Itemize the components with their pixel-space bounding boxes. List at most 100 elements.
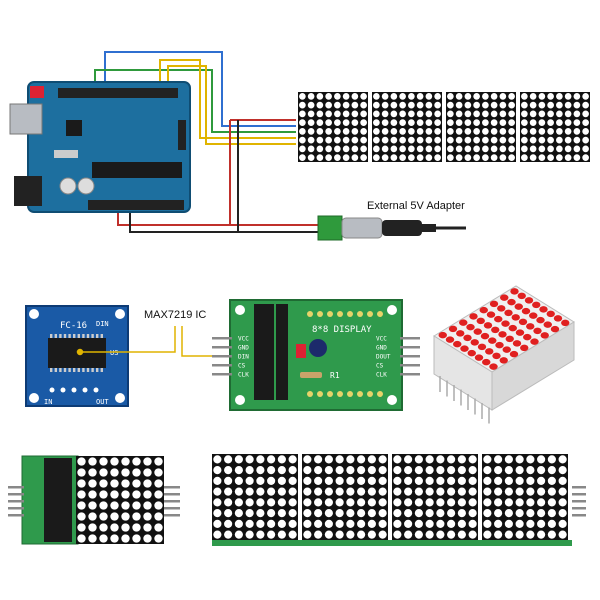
- single-matrix-led: [99, 512, 108, 521]
- led-red: [438, 331, 447, 339]
- top-matrix-led: [538, 154, 546, 161]
- bottom-matrix-led: [447, 466, 456, 475]
- single-matrix-led: [110, 512, 119, 521]
- single-matrix-led: [143, 523, 152, 532]
- top-matrix-led: [316, 145, 324, 153]
- bottom-matrix-led: [447, 530, 456, 539]
- top-matrix-led: [564, 119, 572, 126]
- bottom-matrix-led: [504, 455, 513, 464]
- bottom-matrix-led: [303, 519, 312, 528]
- pad: [377, 391, 383, 397]
- bottom-matrix-led: [494, 509, 503, 518]
- pin: [8, 486, 24, 489]
- bottom-matrix-led: [414, 487, 423, 496]
- top-matrix-led: [529, 101, 537, 109]
- bottom-matrix-led: [547, 519, 556, 528]
- top-matrix-led: [508, 110, 515, 118]
- single-matrix-module: [8, 455, 180, 545]
- chip-pin: [54, 368, 57, 372]
- top-matrix-led: [521, 119, 528, 126]
- bottom-matrix-led: [303, 509, 312, 518]
- bottom-matrix-led: [494, 498, 503, 507]
- bottom-matrix-led: [234, 487, 243, 496]
- power-jack: [14, 176, 42, 206]
- top-matrix-led: [538, 110, 546, 118]
- bottom-matrix-led: [303, 530, 312, 539]
- single-matrix-led: [154, 468, 163, 477]
- bottom-matrix-led: [224, 498, 233, 507]
- capacitor-1: [59, 177, 77, 195]
- bottom-matrix-led: [515, 476, 524, 485]
- led-red: [502, 346, 511, 353]
- top-matrix-led: [538, 145, 546, 153]
- top-matrix-led: [499, 136, 507, 144]
- bottom-matrix-led: [267, 466, 276, 475]
- bottom-matrix-led: [526, 466, 535, 475]
- single-matrix-led: [88, 501, 97, 510]
- fc16-top-right: DIN: [96, 320, 109, 328]
- top-matrix-led: [299, 101, 306, 109]
- pin: [212, 355, 232, 358]
- led-red: [489, 363, 498, 370]
- led-red: [508, 324, 517, 332]
- single-matrix-led: [77, 534, 86, 543]
- top-matrix-led: [416, 145, 424, 153]
- top-matrix-led: [564, 128, 572, 135]
- bottom-matrix-led: [346, 487, 355, 496]
- single-matrix-led: [88, 490, 97, 499]
- bottom-matrix-pcb: [212, 540, 572, 546]
- bottom-matrix-led: [213, 455, 222, 464]
- top-matrix-led: [547, 101, 554, 109]
- top-matrix-led: [373, 145, 380, 153]
- led-red: [526, 323, 535, 330]
- bottom-matrix-led: [234, 509, 243, 518]
- bottom-matrix-led: [436, 509, 445, 518]
- fc16-bottom-left: IN: [44, 398, 52, 406]
- single-matrix-led: [132, 468, 141, 477]
- bottom-matrix-led: [324, 509, 333, 518]
- bottom-matrix-led: [414, 509, 423, 518]
- top-matrix-led: [360, 110, 367, 118]
- bottom-matrix-led: [468, 476, 477, 485]
- top-matrix-led: [508, 154, 515, 161]
- chip-pin: [86, 334, 90, 338]
- bottom-matrix-led: [277, 509, 286, 518]
- top-matrix-led: [416, 93, 424, 100]
- bottom-matrix-led: [213, 476, 222, 485]
- pad: [357, 311, 363, 317]
- chip-pin: [82, 334, 85, 338]
- top-matrix-led: [447, 101, 454, 109]
- bottom-matrix-led: [213, 530, 222, 539]
- single-matrix-led: [88, 512, 97, 521]
- top-matrix-led: [499, 93, 507, 100]
- bottom-matrix-led: [346, 519, 355, 528]
- pad: [337, 311, 343, 317]
- bottom-matrix-led: [558, 509, 567, 518]
- bottom-matrix-led: [468, 519, 477, 528]
- bottom-matrix-led: [314, 530, 323, 539]
- bottom-matrix-led: [547, 498, 556, 507]
- bottom-matrix-led: [267, 476, 276, 485]
- right-pin-label: DOUT: [376, 354, 391, 361]
- single-matrix-led: [143, 479, 152, 488]
- top-matrix-led: [373, 154, 380, 161]
- top-matrix-led: [342, 154, 350, 161]
- top-matrix-led: [473, 93, 480, 100]
- led-red: [482, 358, 491, 366]
- top-matrix-led: [573, 101, 581, 109]
- bottom-matrix-led: [547, 476, 556, 485]
- top-matrix-led: [521, 110, 528, 118]
- top-matrix-led: [447, 119, 454, 126]
- top-matrix-led: [399, 119, 406, 126]
- top-matrix-led: [390, 154, 398, 161]
- led-red: [473, 328, 482, 335]
- single-matrix-led: [110, 479, 119, 488]
- single-matrix-led: [121, 479, 130, 488]
- pin: [164, 514, 180, 517]
- bottom-matrix-led: [224, 466, 233, 475]
- pin: [400, 364, 420, 367]
- bottom-matrix-led: [558, 519, 567, 528]
- top-matrix-led: [408, 154, 415, 161]
- led-red: [480, 332, 490, 340]
- chip-pin: [96, 368, 99, 372]
